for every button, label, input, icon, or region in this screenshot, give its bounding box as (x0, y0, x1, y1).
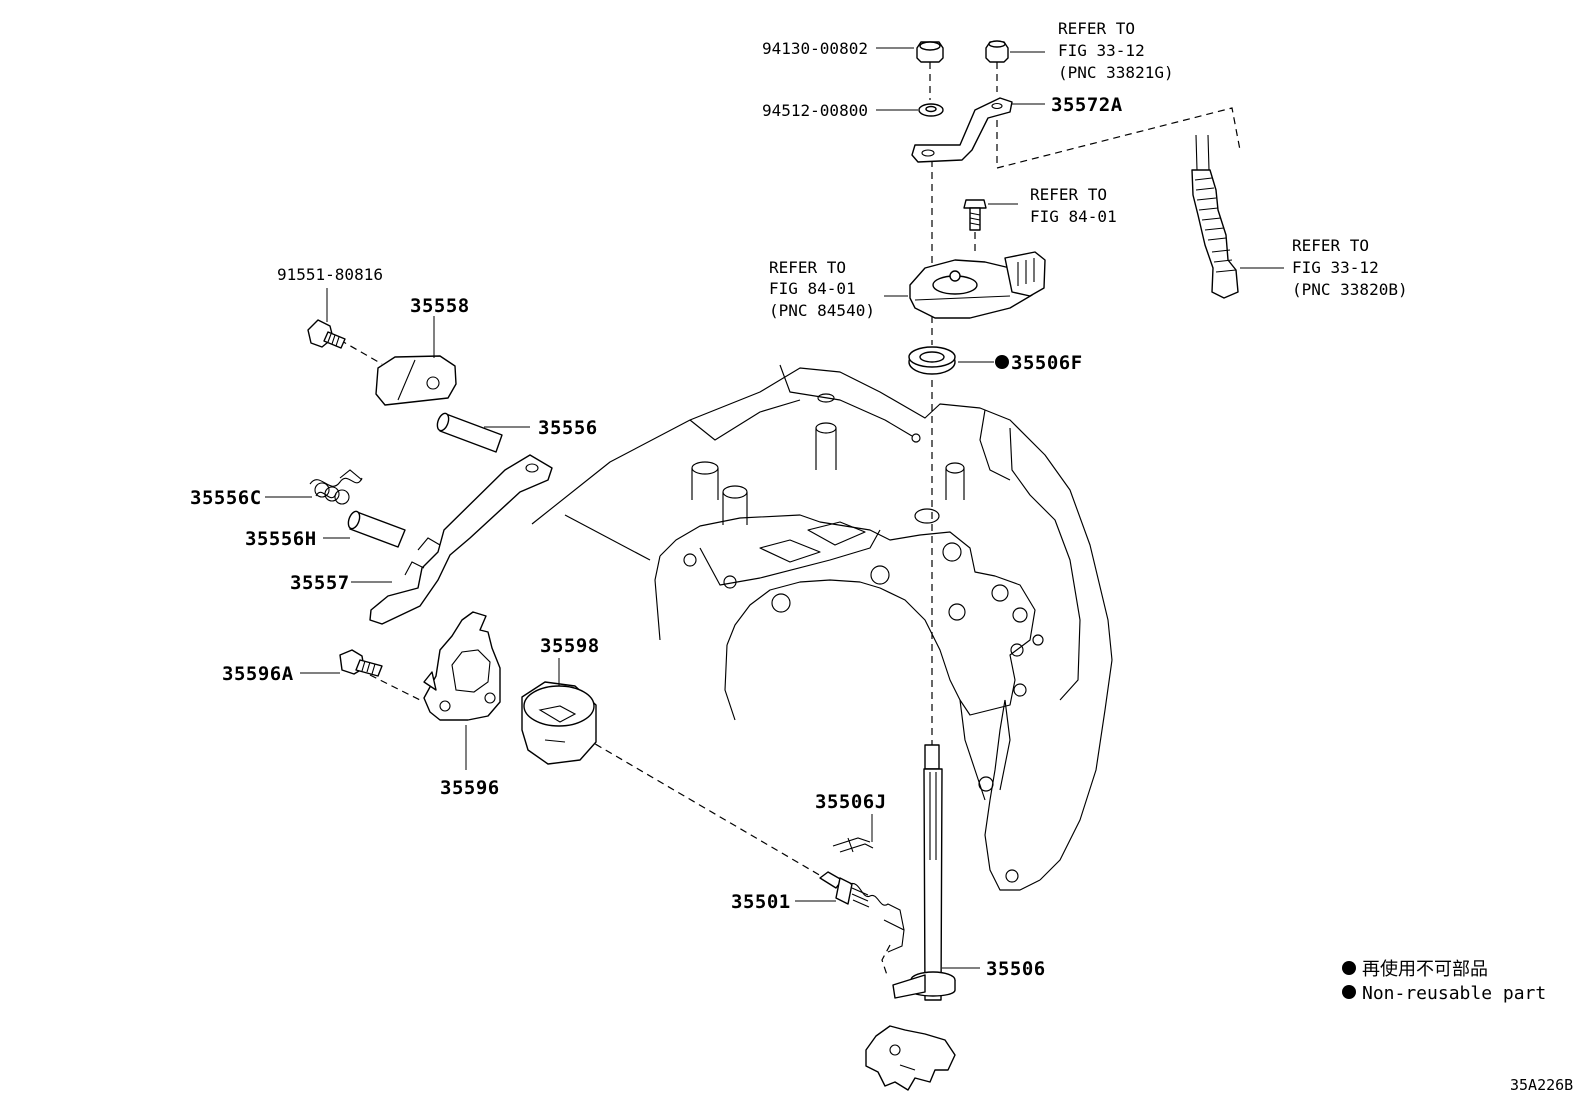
label-35596[interactable]: 35596 (440, 777, 500, 799)
nut-94130-00802[interactable] (916, 41, 944, 63)
washer-94512-00800[interactable] (918, 103, 944, 117)
label-35598[interactable]: 35598 (540, 635, 600, 657)
legend-english: Non-reusable part (1362, 983, 1546, 1004)
non-reusable-dot-35506F (995, 355, 1009, 369)
block-35598[interactable] (521, 681, 597, 765)
clip-35506J[interactable] (832, 837, 874, 853)
label-35506F[interactable]: 35506F (1011, 352, 1083, 374)
legend-dot-en (1342, 985, 1356, 999)
assembly-guide-lines (339, 62, 1241, 979)
oil-seal-35506F[interactable] (908, 346, 956, 375)
part-labels: 94130-00802 94512-00800 35572A 91551-808… (190, 39, 1123, 980)
reference-callout-84-01-bolt[interactable]: REFER TO FIG 84-01 (1030, 185, 1117, 226)
figure-code: 35A226B (1510, 1076, 1573, 1094)
neutral-start-switch[interactable] (909, 251, 1046, 319)
svg-text:REFER TO: REFER TO (1030, 185, 1107, 204)
reference-callout-33821G[interactable]: REFER TO FIG 33-12 (PNC 33821G) (1058, 19, 1174, 82)
switch-bolt[interactable] (963, 199, 987, 231)
label-35506J[interactable]: 35506J (815, 791, 887, 813)
label-35506[interactable]: 35506 (986, 958, 1046, 980)
svg-text:FIG 33-12: FIG 33-12 (1292, 258, 1379, 277)
svg-text:(PNC 84540): (PNC 84540) (769, 301, 875, 320)
svg-text:FIG 33-12: FIG 33-12 (1058, 41, 1145, 60)
case-bosses (683, 393, 1044, 883)
svg-text:FIG 84-01: FIG 84-01 (1030, 207, 1117, 226)
label-35556H[interactable]: 35556H (245, 528, 317, 550)
reference-callout-33820B[interactable]: REFER TO FIG 33-12 (PNC 33820B) (1292, 236, 1408, 299)
lever-35572A[interactable] (911, 97, 1013, 163)
label-35558[interactable]: 35558 (410, 295, 470, 317)
label-94512-00800[interactable]: 94512-00800 (762, 101, 868, 120)
parking-rod-35501[interactable] (819, 871, 905, 953)
detent-plate-35558[interactable] (375, 355, 457, 406)
pin-35556H[interactable] (346, 510, 406, 548)
svg-text:FIG 84-01: FIG 84-01 (769, 279, 856, 298)
legend: 再使用不可部品 Non-reusable part (1342, 959, 1546, 1004)
label-35572A[interactable]: 35572A (1051, 94, 1123, 116)
shift-cable-ref[interactable] (1191, 134, 1239, 299)
pin-35556[interactable] (435, 412, 503, 453)
label-35556C[interactable]: 35556C (190, 487, 262, 509)
spring-35556C[interactable] (309, 469, 363, 505)
legend-dot-ja (1342, 961, 1356, 975)
label-35501[interactable]: 35501 (731, 891, 791, 913)
lever-35557[interactable] (369, 454, 553, 625)
flange-nut-ref[interactable] (985, 40, 1009, 63)
bolt-91551-80816[interactable] (307, 319, 346, 349)
bolt-35596A[interactable] (339, 649, 383, 677)
legend-japanese: 再使用不可部品 (1362, 959, 1488, 980)
shaft-35506[interactable] (892, 744, 956, 1001)
svg-text:(PNC 33820B): (PNC 33820B) (1292, 280, 1408, 299)
svg-text:REFER TO: REFER TO (1058, 19, 1135, 38)
leader-lines (265, 47, 1284, 969)
label-35556[interactable]: 35556 (538, 417, 598, 439)
label-94130-00802[interactable]: 94130-00802 (762, 39, 868, 58)
label-35596A[interactable]: 35596A (222, 663, 294, 685)
svg-text:REFER TO: REFER TO (769, 258, 846, 277)
svg-text:REFER TO: REFER TO (1292, 236, 1369, 255)
cover-plate-35596[interactable] (423, 611, 501, 721)
transmission-case (531, 364, 1113, 891)
detent-plate-lower[interactable] (865, 1025, 956, 1091)
label-35557[interactable]: 35557 (290, 572, 350, 594)
svg-text:(PNC 33821G): (PNC 33821G) (1058, 63, 1174, 82)
reference-callout-84540[interactable]: REFER TO FIG 84-01 (PNC 84540) (769, 258, 875, 320)
label-91551-80816[interactable]: 91551-80816 (277, 265, 383, 284)
